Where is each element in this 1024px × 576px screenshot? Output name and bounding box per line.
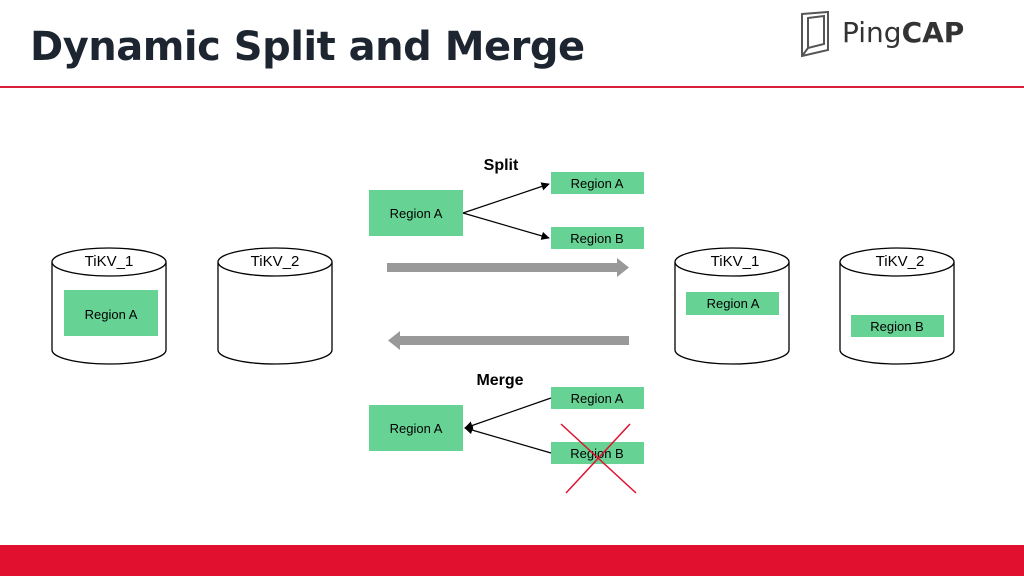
merge-label: Merge — [476, 372, 523, 389]
merge-arrow-b — [464, 426, 552, 454]
left-tikv1-region-label: Region A — [85, 307, 138, 322]
split-section: Split Region A Region A Region B — [369, 157, 644, 249]
split-arrow-a — [462, 182, 550, 214]
left-tikv1-cylinder: TiKV_1 Region A — [51, 247, 167, 365]
merge-source-a-box — [551, 387, 644, 409]
merge-target-box — [369, 405, 463, 451]
forward-arrow — [387, 258, 629, 277]
right-tikv2-region-label: Region B — [870, 319, 923, 334]
split-source-box — [369, 190, 463, 236]
footer-bar — [0, 545, 1024, 576]
pingcap-logo-icon — [801, 10, 829, 58]
logo-text-light: Ping — [842, 16, 902, 49]
split-label: Split — [484, 157, 519, 174]
slide-title: Dynamic Split and Merge — [30, 24, 585, 70]
left-tikv1-region-box — [64, 290, 158, 336]
logo-text: PingCAP — [842, 16, 964, 49]
right-tikv1-region-box — [686, 292, 779, 315]
cross-icon — [560, 423, 637, 494]
right-tikv1-cylinder: TiKV_1 Region A — [674, 247, 790, 365]
left-tikv2-label: TiKV_2 — [251, 253, 300, 270]
split-target-b-box — [551, 227, 644, 249]
left-tikv1-label: TiKV_1 — [85, 253, 134, 270]
right-tikv2-region-box — [851, 315, 944, 337]
merge-arrow-a — [464, 397, 552, 430]
split-arrow-b — [462, 212, 550, 240]
split-source-label: Region A — [390, 206, 443, 221]
merge-section: Merge Region A Region A Region B — [369, 372, 644, 494]
merge-source-b-box — [551, 442, 644, 464]
right-tikv2-cylinder: TiKV_2 Region B — [839, 247, 955, 365]
right-tikv2-label: TiKV_2 — [876, 253, 925, 270]
right-tikv1-region-label: Region A — [707, 296, 760, 311]
right-tikv1-label: TiKV_1 — [711, 253, 760, 270]
left-tikv2-cylinder: TiKV_2 — [217, 247, 333, 365]
logo-text-bold: CAP — [901, 16, 965, 49]
backward-arrow — [388, 331, 629, 350]
merge-source-b-label: Region B — [570, 446, 623, 461]
merge-target-label: Region A — [390, 421, 443, 436]
split-target-a-label: Region A — [571, 176, 624, 191]
title-divider — [0, 86, 1024, 88]
split-target-a-box — [551, 172, 644, 194]
merge-source-a-label: Region A — [571, 391, 624, 406]
split-target-b-label: Region B — [570, 231, 623, 246]
